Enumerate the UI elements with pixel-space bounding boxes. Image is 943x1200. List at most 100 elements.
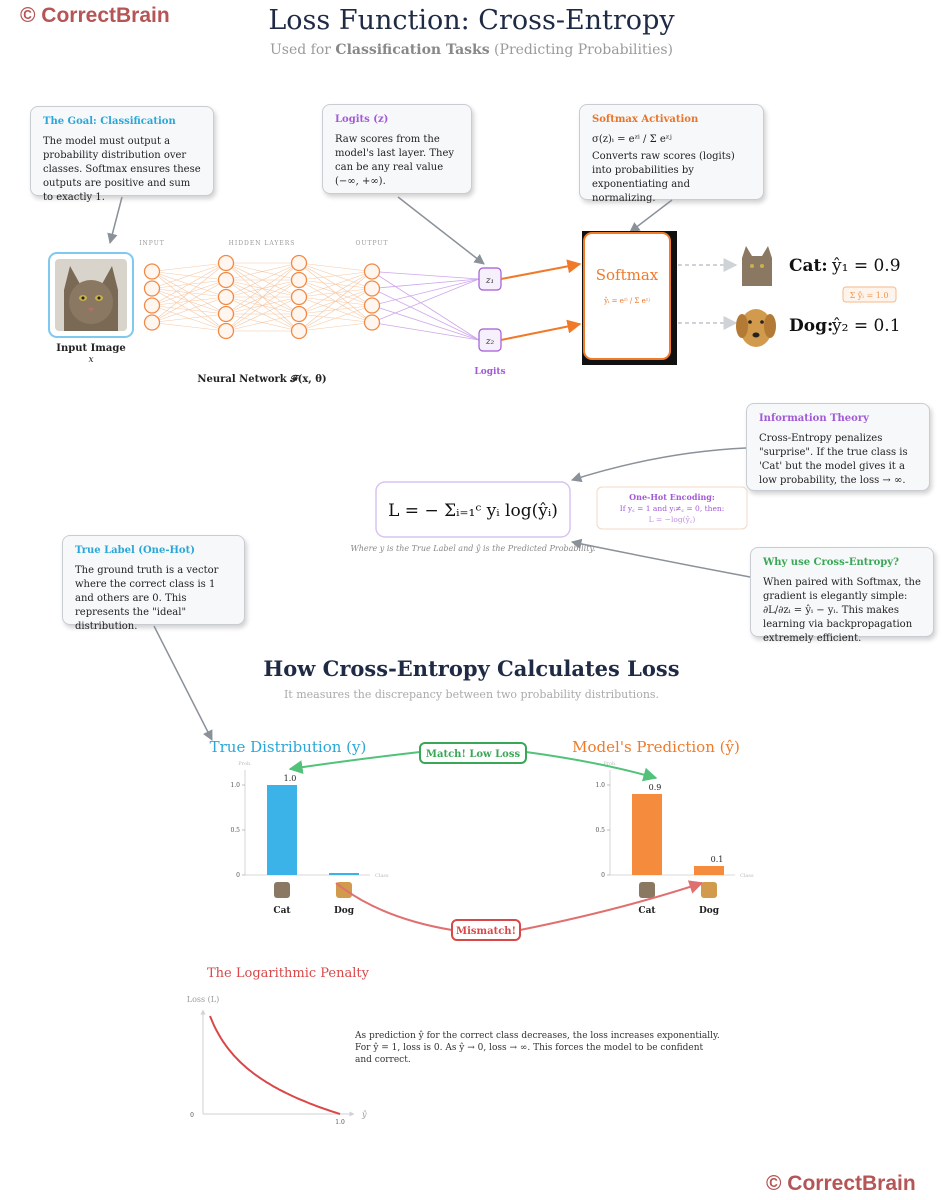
nn-logit-edge	[371, 271, 480, 280]
callout-info-body: Cross-Entropy penalizes "surprise". If t…	[759, 433, 908, 486]
true-label-arrow	[153, 625, 213, 741]
bar-ytick-label: 0.5	[595, 827, 605, 834]
layer-label-output: OUTPUT	[356, 240, 389, 247]
cat-icon	[55, 259, 127, 331]
network-caption: Neural Network 𝓕(x, θ)	[197, 373, 326, 385]
bar-value-label: 1.0	[284, 774, 297, 783]
watermark-bottom: © CorrectBrain	[766, 1172, 916, 1195]
true-dist-title: True Distribution (y)	[210, 738, 367, 756]
softmax-box-formula: ŷᵢ = eᶻⁱ / Σ eᶻʲ	[603, 297, 650, 305]
subtitle-post: (Predicting Probabilities)	[489, 42, 674, 58]
nn-logit-edge	[371, 288, 480, 341]
callout-softmax: Softmax Activation σ(z)ᵢ = eᶻⁱ / Σ eᶻʲ C…	[579, 104, 764, 204]
sum-badge	[842, 286, 897, 303]
callout-logits-title: Logits (z)	[335, 114, 389, 125]
bar-dog	[329, 873, 359, 875]
cat-mini-icon	[274, 882, 290, 898]
neuron	[290, 322, 308, 340]
neuron	[143, 280, 161, 297]
nn-logit-edge	[371, 278, 480, 323]
nn-logit-edge	[371, 278, 480, 306]
dog-output-icon	[736, 309, 776, 347]
neuron	[363, 280, 381, 297]
neuron	[290, 305, 308, 323]
nn-edge	[151, 313, 227, 323]
nn-edge	[225, 262, 300, 315]
nn-edge	[151, 322, 227, 332]
equation-box	[375, 481, 571, 538]
goal-arrow	[107, 196, 123, 245]
onehot-line1: If y꜀ = 1 and yᵢ≠꜀ = 0, then:	[620, 504, 725, 513]
neuron	[217, 288, 235, 306]
why-arrow	[570, 538, 751, 578]
penalty-xlabel: ŷ	[361, 1110, 367, 1119]
callout-why-body: When paired with Softmax, the gradient i…	[763, 577, 921, 644]
bar-ytick-label: 0.5	[230, 827, 240, 834]
layer-label-input: INPUT	[139, 240, 165, 247]
callout-logits: Logits (z) Raw scores from the model's l…	[322, 104, 472, 194]
nn-logit-edge	[371, 278, 480, 289]
neuron	[217, 271, 235, 289]
bar-ylabel: Prob.	[603, 761, 617, 767]
logits-arrow	[397, 196, 485, 265]
bar-category-label: Cat	[273, 906, 291, 916]
callout-goal-title: The Goal: Classification	[43, 116, 176, 127]
mismatch-connector-left	[335, 882, 453, 931]
dog-output-label: Dog:	[789, 316, 833, 336]
neuron	[217, 305, 235, 323]
nn-edge	[298, 271, 373, 332]
onehot-title: One-Hot Encoding:	[629, 492, 715, 502]
callout-goal-body: The model must output a probability dist…	[43, 136, 201, 203]
bar-xlabel: Class	[375, 873, 389, 879]
z1-to-softmax-arrow	[500, 259, 582, 280]
equation-formula: L = − Σᵢ₌₁ᶜ yᵢ log(ŷᵢ)	[388, 501, 558, 521]
dog-mini-icon	[701, 882, 717, 898]
neuron	[290, 254, 308, 272]
nn-edge	[151, 296, 227, 323]
neuron	[363, 314, 381, 331]
nn-edge	[225, 262, 300, 298]
nn-logit-edge	[371, 322, 480, 341]
nn-edge	[151, 262, 227, 272]
bar-ytick-label: 0	[236, 872, 240, 879]
nn-edge	[298, 305, 373, 332]
nn-edge	[298, 271, 373, 298]
bar-category-label: Cat	[638, 906, 656, 916]
network-connections	[151, 262, 480, 341]
neuron	[217, 254, 235, 272]
callout-softmax-title: Softmax Activation	[592, 114, 699, 125]
callout-logits-body: Raw scores from the model's last layer. …	[335, 134, 455, 187]
penalty-ytick-0: 0	[190, 1112, 194, 1119]
mismatch-badge-text: Mismatch!	[456, 926, 516, 937]
equation-caption: Where y is the True Label and ŷ is the P…	[351, 544, 596, 553]
bar-value-label: 0.9	[649, 783, 662, 792]
pred-dist-title: Model's Prediction (ŷ)	[572, 738, 740, 756]
neuron	[290, 271, 308, 289]
subtitle-bold: Classification Tasks	[335, 42, 490, 58]
bar-cat	[267, 785, 297, 875]
bar-dog	[694, 866, 724, 875]
nn-edge	[151, 262, 227, 306]
neuron	[290, 288, 308, 306]
section2-subtitle: It measures the discrepancy between two …	[283, 688, 660, 701]
subtitle-pre: Used for	[269, 42, 336, 58]
callout-true-label-title: True Label (One-Hot)	[75, 545, 195, 556]
input-image-var: x	[88, 355, 93, 365]
cat-output-value: ŷ₁ = 0.9	[831, 256, 901, 276]
nn-edge	[298, 288, 373, 332]
callout-true-label-body: The ground truth is a vector where the c…	[75, 565, 219, 632]
nn-edge	[225, 313, 300, 332]
callout-why-title: Why use Cross-Entropy?	[763, 557, 899, 568]
nn-edge	[225, 262, 300, 281]
callout-why: Why use Cross-Entropy? When paired with …	[750, 547, 934, 644]
match-connector-left	[288, 751, 421, 775]
nn-logit-edge	[371, 305, 480, 341]
logits-label: Logits	[474, 367, 505, 377]
neuron	[217, 322, 235, 340]
equation-section: L = − Σᵢ₌₁ᶜ yᵢ log(ŷᵢ) Where y is the Tr…	[351, 447, 751, 578]
nn-edge	[225, 262, 300, 332]
mismatch-badge	[451, 919, 521, 941]
bar-ytick-label: 1.0	[230, 782, 240, 789]
callout-goal: The Goal: Classification The model must …	[30, 106, 214, 203]
